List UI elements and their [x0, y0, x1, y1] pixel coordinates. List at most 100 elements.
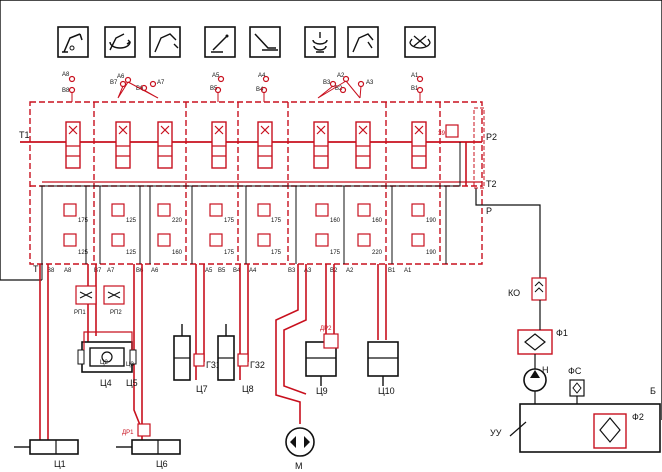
- svg-text:Ц7: Ц7: [196, 384, 208, 394]
- sensor-label: А5: [212, 73, 220, 79]
- relief-value: 175: [271, 218, 282, 224]
- lever-extend-icon: [249, 26, 281, 58]
- port-label: В6: [136, 268, 144, 274]
- svg-text:Ц2: Ц2: [100, 360, 108, 366]
- boom-lift-icon: [57, 26, 89, 58]
- svg-text:З9: З9: [438, 131, 446, 137]
- port-label: В3: [288, 268, 296, 274]
- relief-valves: [63, 203, 425, 247]
- port-label: А4: [249, 268, 257, 274]
- relief-value: 175: [271, 250, 282, 256]
- svg-text:ФС: ФС: [568, 366, 582, 376]
- outer-dashed-frame-p2: [473, 107, 485, 189]
- svg-text:Ф1: Ф1: [556, 328, 568, 338]
- grapple-jaw-icon: [347, 26, 379, 58]
- port-label: А1: [404, 268, 412, 274]
- actuator-lines: [39, 142, 467, 450]
- svg-text:Г31: Г31: [206, 360, 221, 370]
- sensor-label: А8: [62, 72, 70, 78]
- pump-h: Н: [523, 365, 549, 392]
- port-p2: Р2: [486, 132, 497, 142]
- valve-block: [29, 101, 483, 265]
- throttle-dr1: ДР1: [122, 423, 151, 437]
- port-p: Р: [486, 206, 492, 216]
- svg-text:РП1: РП1: [74, 310, 86, 316]
- grapple-rotate-icon: [304, 26, 336, 58]
- port-label: В1: [388, 268, 396, 274]
- relief-value: 160: [372, 218, 383, 224]
- svg-text:РП2: РП2: [110, 310, 122, 316]
- sensor-label: В8: [62, 88, 70, 94]
- sensor-label: В6: [136, 86, 144, 92]
- relief-value: 175: [78, 218, 89, 224]
- svg-text:Ц4: Ц4: [100, 378, 112, 388]
- relief-value: 175: [224, 218, 235, 224]
- port-label: В8: [47, 268, 55, 274]
- lever-tilt-icon: [204, 26, 236, 58]
- port-label: В4: [233, 268, 241, 274]
- sensor-label: А1: [411, 73, 419, 79]
- svg-text:КО: КО: [508, 288, 520, 298]
- sensor-label: А6: [117, 74, 125, 80]
- lock-g32: Г32: [237, 353, 265, 370]
- sensor-group: А8 В8 А6 А7 В7 В6 А5 В5 А4 В4 В3 А3 А2 В…: [62, 72, 424, 102]
- bottom-port-labels: В8 А8 В7 А7 В6 А6 А5 В5 В4 А4 В3 А3 В2 А…: [47, 268, 412, 274]
- relief-value: 175: [224, 250, 235, 256]
- throttle-dr2: ДР2: [320, 326, 339, 349]
- check-valve-ko: КО: [508, 277, 547, 301]
- cylinder-c9: Ц9: [305, 341, 337, 396]
- svg-text:ДР1: ДР1: [122, 430, 134, 436]
- cylinder-c7: Ц7: [173, 324, 208, 394]
- svg-text:Ц3: Ц3: [126, 362, 134, 368]
- svg-text:УУ: УУ: [490, 428, 502, 438]
- tank-return-lines: [534, 300, 578, 404]
- filter-f2: Ф2: [593, 412, 644, 449]
- tank-b: Б: [519, 386, 661, 453]
- arm-fold-icon: [149, 26, 181, 58]
- sensor-label: В4: [256, 87, 264, 93]
- rp2-symbol: РП2: [103, 285, 125, 316]
- slew-rotate-icon: [104, 26, 136, 58]
- relief-value: 220: [372, 250, 383, 256]
- port-t: Т: [33, 264, 39, 274]
- port-label: А5: [205, 268, 213, 274]
- relief-value: 220: [172, 218, 183, 224]
- sensor-label: А4: [258, 73, 266, 79]
- port-label: А6: [151, 268, 159, 274]
- spool-valves: [65, 121, 427, 169]
- svg-text:ДР2: ДР2: [320, 326, 332, 332]
- sensor-label: В3: [323, 80, 331, 86]
- sensor-label: В7: [110, 80, 118, 86]
- port-label: А3: [304, 268, 312, 274]
- svg-text:Б: Б: [650, 386, 656, 396]
- relief-value: 175: [330, 250, 341, 256]
- port-label: А2: [346, 268, 354, 274]
- cylinder-c8: Ц8: [217, 324, 254, 394]
- supply-line: [475, 188, 541, 278]
- filter-f1: Ф1: [517, 328, 568, 355]
- relief-value: 190: [426, 250, 437, 256]
- port-t1: Т1: [19, 130, 30, 140]
- rp1-symbol: РП1: [74, 285, 97, 316]
- relief-value: 125: [126, 218, 137, 224]
- svg-text:Ц6: Ц6: [156, 459, 168, 469]
- relief-value: 160: [330, 218, 341, 224]
- svg-text:Н: Н: [542, 365, 549, 375]
- relief-values: 175 125 220 175 175 160 160 190 125 125 …: [78, 218, 437, 256]
- sensor-label: В1: [411, 86, 419, 92]
- relief-value: 160: [172, 250, 183, 256]
- sensor-label: А2: [337, 73, 345, 79]
- port-label: В7: [94, 268, 102, 274]
- cylinder-c6: Ц6: [116, 439, 181, 469]
- sensor-label: В5: [210, 86, 218, 92]
- svg-text:М: М: [295, 461, 303, 471]
- svg-text:Ф2: Ф2: [632, 412, 644, 422]
- svg-text:Ц5: Ц5: [126, 378, 138, 388]
- relief-value: 190: [426, 218, 437, 224]
- port-label: А8: [64, 268, 72, 274]
- block-valve-z9: З9: [438, 124, 459, 138]
- swing-arc-icon: [404, 26, 436, 58]
- port-label: А7: [107, 268, 115, 274]
